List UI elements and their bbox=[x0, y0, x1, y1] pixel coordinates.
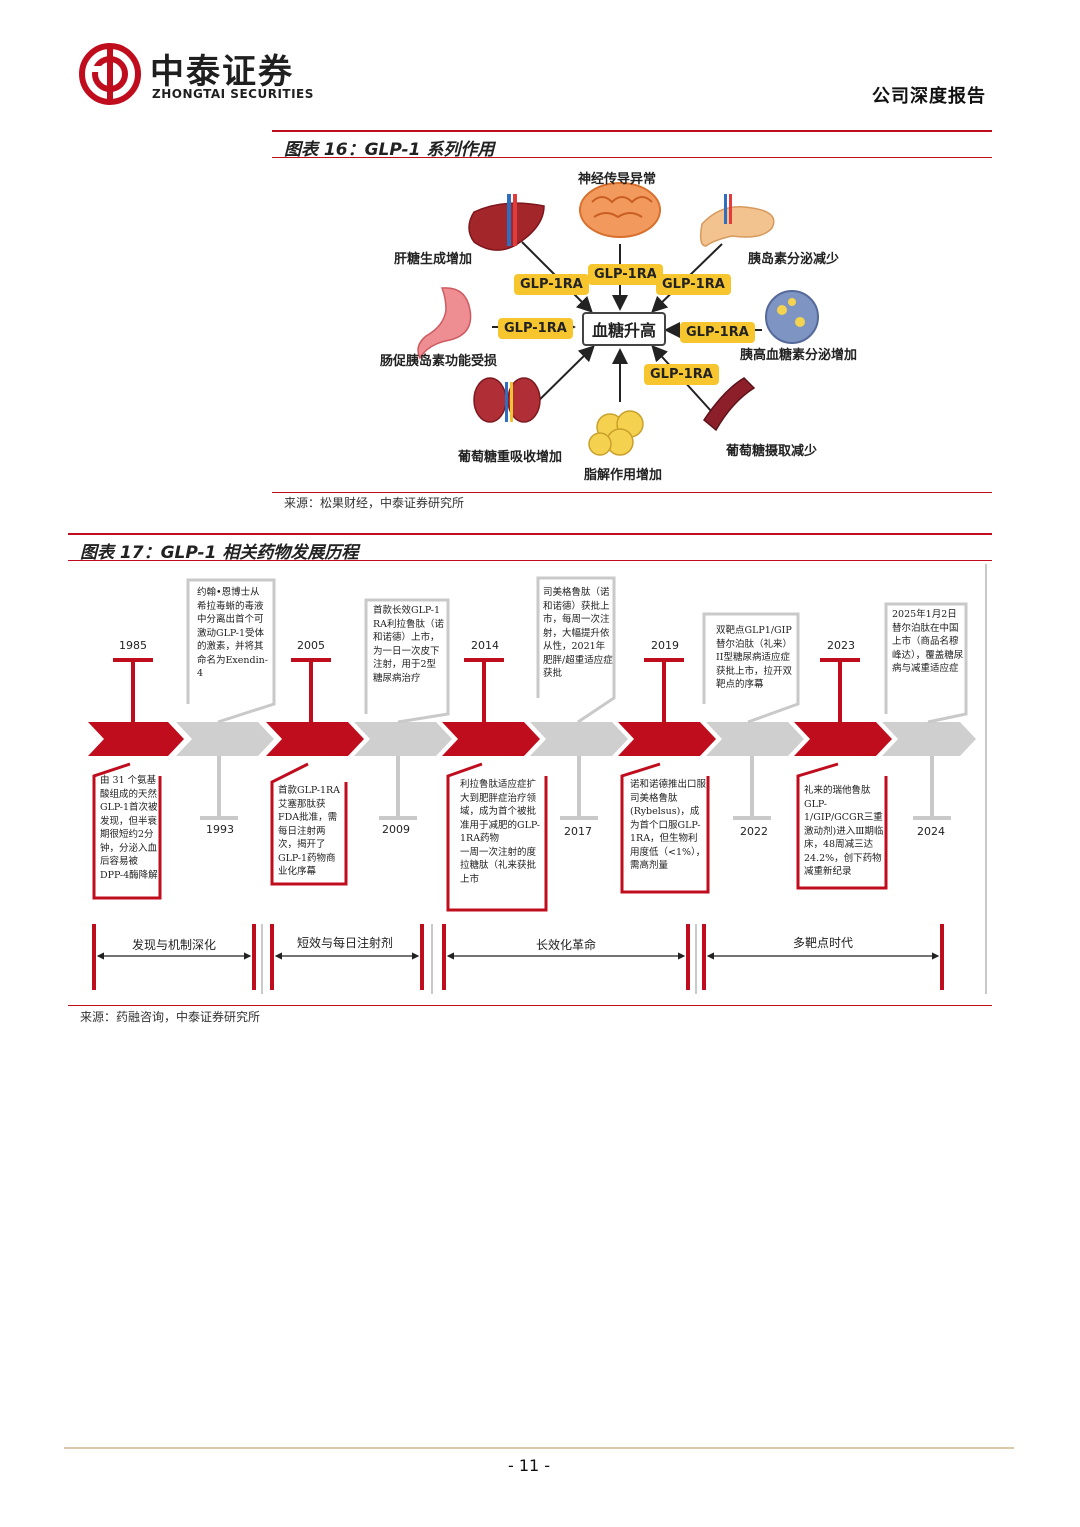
footer-rule bbox=[64, 1447, 1014, 1449]
year-2022: 2022 bbox=[740, 825, 768, 838]
logo-name-cn: 中泰证券 bbox=[150, 52, 294, 92]
fig16-source: 来源：松果财经，中泰证券研究所 bbox=[284, 496, 465, 510]
year-2023: 2023 bbox=[827, 639, 855, 652]
era-multi-target: 多靶点时代 bbox=[793, 936, 854, 950]
glp-tag-right: GLP-1RA bbox=[680, 322, 755, 343]
fig16-top-rule bbox=[272, 130, 992, 132]
fig17-source: 来源：药融咨询，中泰证券研究所 bbox=[80, 1010, 261, 1024]
note-2019: 诺和诺德推出口服司美格鲁肽(Rybelsus)，成为首个口服GLP-1RA，但生… bbox=[630, 779, 707, 871]
glp-tag-left: GLP-1RA bbox=[498, 318, 573, 339]
company-logo bbox=[78, 42, 142, 106]
year-1985: 1985 bbox=[119, 639, 147, 652]
fig17-top-rule bbox=[68, 533, 992, 535]
report-type: 公司深度报告 bbox=[872, 86, 986, 107]
timeline-graphics bbox=[88, 564, 987, 994]
fig17-title: 图表 17：GLP-1 相关药物发展历程 bbox=[80, 543, 359, 563]
pancreatic-cells-icon bbox=[765, 290, 819, 344]
effect-liver: 肝糖生成增加 bbox=[394, 252, 473, 267]
era-short-acting: 短效与每日注射剂 bbox=[297, 936, 394, 950]
effect-incretin: 肠促胰岛素功能受损 bbox=[380, 354, 498, 369]
diagram-arrows bbox=[417, 182, 819, 456]
note-2005: 首款GLP-1RA艾塞那肽获FDA批准，需每日注射两次，揭开了GLP-1药物商业… bbox=[278, 785, 341, 877]
note-2024: 2025年1月2日替尔泊肽在中国上市（商品名穆峰达），覆盖糖尿病与减重适应症 bbox=[892, 609, 964, 674]
glp-tag-top: GLP-1RA bbox=[588, 264, 663, 285]
effect-uptake: 葡萄糖摄取减少 bbox=[726, 444, 818, 459]
liver-icon bbox=[468, 202, 545, 251]
year-2005: 2005 bbox=[297, 639, 325, 652]
brain-icon bbox=[579, 182, 661, 238]
note-2014: 利拉鲁肽适应症扩大到肥胖症治疗领域，成为首个被批准用于减肥的GLP-1RA药物 … bbox=[460, 779, 540, 885]
effect-lipolysis: 脂解作用增加 bbox=[584, 468, 663, 483]
logo-name-en: ZHONGTAI SECURITIES bbox=[152, 87, 314, 101]
year-2019: 2019 bbox=[651, 639, 679, 652]
year-2014: 2014 bbox=[471, 639, 499, 652]
era-discovery: 发现与机制深化 bbox=[132, 938, 217, 952]
effect-insulin: 胰岛素分泌减少 bbox=[748, 252, 840, 267]
fig17-source-rule bbox=[68, 1005, 992, 1006]
year-1993: 1993 bbox=[206, 823, 234, 836]
note-2023: 礼来的瑞他鲁肽GLP-1/GIP/GCGR三重激动剂)进入Ⅲ期临床，48周减三达… bbox=[804, 785, 884, 877]
kidney-icon bbox=[473, 377, 507, 423]
fig16-title: 图表 16：GLP-1 系列作用 bbox=[284, 140, 495, 160]
stomach-icon bbox=[417, 287, 472, 360]
note-2017: 司美格鲁肽（诺和诺德）获批上市，每周一次注射，大幅提升依从性，2021年肥胖/超… bbox=[543, 587, 613, 679]
effect-glucagon: 胰高血糖素分泌增加 bbox=[740, 348, 858, 363]
glp-tag-topleft: GLP-1RA bbox=[514, 274, 589, 295]
pancreas-icon bbox=[699, 206, 775, 247]
blood-vessel-icon bbox=[703, 377, 756, 432]
note-2022: 双靶点GLP1/GIP替尔泊肽（礼来）II型糖尿病适应症获批上市，拉开双靶点的序… bbox=[716, 625, 793, 690]
fig16-title-rule bbox=[272, 157, 992, 158]
note-1985: 由 31 个氨基酸组成的天然GLP-1首次被发现，但半衰期很短约2分钟，分泌入血… bbox=[100, 775, 158, 881]
fig16-source-rule bbox=[272, 492, 992, 493]
year-2017: 2017 bbox=[564, 825, 592, 838]
note-1993: 约翰•恩博士从希拉毒蜥的毒液中分离出首个可激动GLP-1受体的激素，并将其命名为… bbox=[197, 587, 268, 679]
era-long-acting: 长效化革命 bbox=[536, 938, 597, 952]
timeline-arrows bbox=[88, 722, 976, 756]
glp-tag-topright: GLP-1RA bbox=[656, 274, 731, 295]
center-high-blood-sugar: 血糖升高 bbox=[582, 312, 667, 346]
glp1-effects-diagram: 神经传导异常 肝糖生成增加 胰岛素分泌减少 肠促胰岛素功能受损 胰高血糖素分泌增… bbox=[372, 162, 858, 487]
note-2009: 首款长效GLP-1 RA利拉鲁肽（诺和诺德）上市，为一日一次皮下注射，用于2型糖… bbox=[373, 605, 445, 684]
year-2009: 2009 bbox=[382, 823, 410, 836]
glp1-timeline: 1985 2005 2014 2019 2023 1993 2009 2017 … bbox=[68, 564, 992, 1004]
logo-emblem-icon bbox=[79, 43, 141, 105]
effect-reabsorption: 葡萄糖重吸收增加 bbox=[458, 450, 563, 465]
glp-tag-bottomright: GLP-1RA bbox=[644, 364, 719, 385]
year-2024: 2024 bbox=[917, 825, 945, 838]
effect-neuro: 神经传导异常 bbox=[578, 172, 657, 187]
fig17-title-rule bbox=[68, 560, 992, 561]
page-number: - 11 - bbox=[508, 1456, 551, 1475]
